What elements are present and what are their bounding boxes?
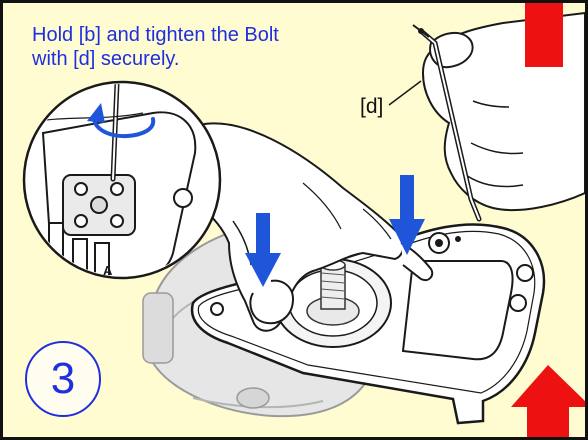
down-arrow-icon bbox=[389, 175, 425, 255]
instruction-line-2: with [d] securely. bbox=[32, 48, 180, 70]
hex-key bbox=[412, 24, 482, 222]
center-bolt bbox=[274, 258, 392, 348]
assembly-illustration bbox=[22, 3, 585, 437]
down-arrow-icon bbox=[245, 213, 281, 287]
inset-label-layer: A bbox=[103, 263, 113, 278]
step-number-badge: 3 bbox=[25, 341, 101, 417]
red-marker-icon bbox=[525, 3, 563, 67]
hex-key-label: [d] bbox=[360, 95, 384, 118]
left-hand bbox=[197, 122, 434, 332]
instruction-text: Hold [b] and tighten the Bolt with [d] s… bbox=[32, 23, 279, 71]
rotate-arrow-icon bbox=[87, 103, 156, 139]
callout-leader-line bbox=[388, 80, 422, 106]
step-number: 3 bbox=[50, 354, 76, 403]
red-up-arrow-icon bbox=[511, 365, 585, 437]
instruction-line-1: Hold [b] and tighten the Bolt bbox=[32, 24, 279, 46]
connector-letter: A bbox=[103, 263, 113, 278]
